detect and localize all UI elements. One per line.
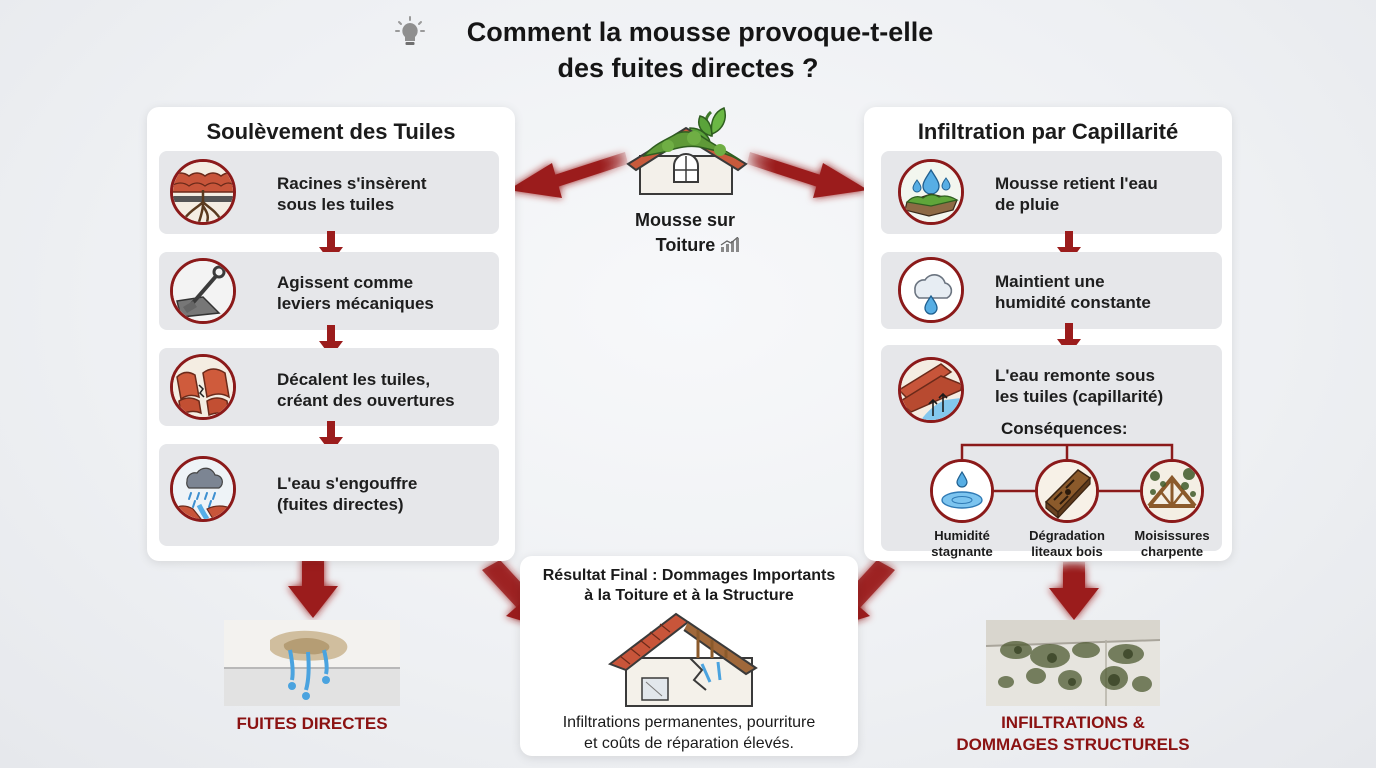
damaged-roof-illustration [607, 612, 758, 707]
left-step-4-line-2: (fuites directes) [277, 495, 404, 514]
growth-chart-icon [720, 236, 740, 252]
moss-water-drops-icon [898, 159, 964, 225]
arrow-to-left-panel [508, 152, 628, 198]
left-step-3-text: Décalent les tuiles, créant des ouvertur… [277, 369, 455, 411]
result-title-line-2: à la Toiture et à la Structure [584, 587, 794, 604]
rotten-wood-icon [1035, 459, 1099, 523]
structural-outcome-line-1: INFILTRATIONS & [1001, 713, 1145, 732]
left-step-3: Décalent les tuiles, créant des ouvertur… [159, 348, 499, 426]
consequence-3-line-1: Moisissures [1134, 528, 1210, 543]
capillary-icon [898, 357, 964, 423]
title-line-1: Comment la mousse provoque-t-elle [466, 17, 934, 47]
result-desc-line-1: Infiltrations permanentes, pourriture [562, 714, 816, 731]
left-step-4: L'eau s'engouffre (fuites directes) [159, 444, 499, 546]
moss-roof-house-icon [626, 107, 748, 195]
left-step-2-text: Agissent comme leviers mécaniques [277, 272, 434, 314]
left-panel: Soulèvement des Tuiles Racines s'insèren… [147, 107, 515, 561]
consequences-connector [960, 443, 1174, 493]
lightbulb-icon [395, 16, 425, 45]
cloud-drop-icon [898, 257, 964, 323]
puddle-icon [930, 459, 994, 523]
left-panel-title: Soulèvement des Tuiles [206, 119, 456, 144]
right-step-3: L'eau remonte sous les tuiles (capillari… [881, 345, 1222, 559]
lever-icon [170, 258, 236, 324]
right-step-2-text: Maintient une humidité constante [995, 271, 1151, 313]
leaking-ceiling-illustration [224, 620, 400, 706]
left-step-2-line-2: leviers mécaniques [277, 294, 434, 313]
right-step-2: Maintient une humidité constante [881, 252, 1222, 329]
roots-under-tiles-icon [170, 159, 236, 225]
right-step-1-line-2: de pluie [995, 195, 1060, 214]
consequence-2-line-1: Dégradation [1029, 528, 1105, 543]
center-label-line-1: Mousse sur [634, 210, 736, 230]
mold-frame-icon [1140, 459, 1204, 523]
left-step-4-text: L'eau s'engouffre (fuites directes) [277, 473, 417, 515]
consequence-1-line-1: Humidité [934, 528, 990, 543]
structural-outcome-line-2: DOMMAGES STRUCTURELS [956, 735, 1190, 754]
left-step-2-line-1: Agissent comme [277, 273, 414, 292]
leaks-outcome-label: FUITES DIRECTES [236, 714, 388, 733]
result-title: Résultat Final : Dommages Importants à l… [520, 566, 858, 606]
right-step-1-line-1: Mousse retient l'eau [995, 174, 1158, 193]
consequence-3-line-2: charpente [1140, 544, 1204, 559]
result-description: Infiltrations permanentes, pourriture et… [520, 712, 858, 754]
right-step-3-line-2: les tuiles (capillarité) [995, 387, 1164, 406]
arrow-to-right-panel [747, 152, 868, 198]
right-step-3-text: L'eau remonte sous les tuiles (capillari… [995, 365, 1163, 407]
right-step-1-text: Mousse retient l'eau de pluie [995, 173, 1158, 215]
left-step-3-line-1: Décalent les tuiles, [277, 370, 431, 389]
left-step-1-text: Racines s'insèrent sous les tuiles [277, 173, 427, 215]
right-panel-title: Infiltration par Capillarité [917, 119, 1179, 144]
result-box: Résultat Final : Dommages Importants à l… [520, 556, 858, 756]
page-title: Comment la mousse provoque-t-elle des fu… [0, 14, 1376, 86]
title-line-2: des fuites directes ? [557, 53, 819, 83]
consequences-title: Conséquences: [1001, 419, 1128, 438]
mold-wall-illustration [986, 620, 1160, 706]
left-step-1: Racines s'insèrent sous les tuiles [159, 151, 499, 234]
center-label-line-2: Toiture [610, 233, 760, 258]
left-step-1-line-1: Racines s'insèrent [277, 174, 427, 193]
left-step-1-line-2: sous les tuiles [277, 195, 395, 214]
result-desc-line-2: et coûts de réparation élevés. [584, 735, 794, 752]
consequence-1-label: Humidité stagnante [907, 528, 1017, 560]
right-panel: Infiltration par Capillarité Mousse reti… [864, 107, 1232, 561]
center-label-line-2-text: Toiture [655, 235, 716, 255]
rain-leak-icon [170, 456, 236, 522]
consequence-3-label: Moisissures charpente [1117, 528, 1227, 560]
left-step-2: Agissent comme leviers mécaniques [159, 252, 499, 330]
arrow-to-structural [1049, 562, 1099, 620]
right-step-2-line-2: humidité constante [995, 293, 1151, 312]
left-step-3-line-2: créant des ouvertures [277, 391, 455, 410]
structural-outcome-label: INFILTRATIONS & DOMMAGES STRUCTURELS [930, 712, 1216, 756]
right-step-1: Mousse retient l'eau de pluie [881, 151, 1222, 234]
result-title-line-1: Résultat Final : Dommages Importants [542, 567, 836, 584]
moss-on-roof-label: Mousse sur Toiture [610, 208, 760, 258]
right-step-3-line-1: L'eau remonte sous [995, 366, 1155, 385]
right-step-2-line-1: Maintient une [995, 272, 1105, 291]
consequence-1-line-2: stagnante [931, 544, 993, 559]
left-step-4-line-1: L'eau s'engouffre [277, 474, 418, 493]
consequence-2-label: Dégradation liteaux bois [1012, 528, 1122, 560]
cracked-tiles-icon [170, 354, 236, 420]
consequence-2-line-2: liteaux bois [1031, 544, 1103, 559]
